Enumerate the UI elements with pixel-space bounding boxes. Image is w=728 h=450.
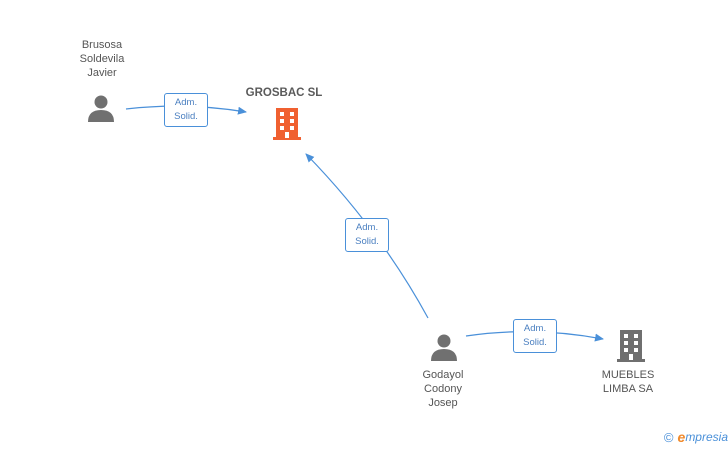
company-name-line: LIMBA SA	[602, 383, 654, 395]
person-name-line: Brusosa	[81, 39, 123, 51]
person-name-line: Josep	[428, 397, 458, 409]
company-name-line: GROSBAC SL	[245, 87, 323, 99]
role-line: Adm.	[355, 222, 379, 233]
company-grosbac-name[interactable]: GROSBAC SL	[236, 86, 332, 100]
role-line: Solid.	[355, 236, 379, 247]
company-muebles-name[interactable]: MUEBLES LIMBA SA	[588, 368, 668, 396]
person-godayol-name[interactable]: Godayol Codony Josep	[403, 368, 483, 410]
empresia-logo[interactable]: © e mpresia	[664, 429, 728, 445]
edge-label-role[interactable]: Adm. Solid.	[164, 93, 208, 127]
company-name-line: MUEBLES	[601, 369, 655, 381]
role-line: Adm.	[174, 97, 198, 108]
person-icon[interactable]	[86, 93, 116, 123]
building-icon[interactable]	[615, 328, 647, 362]
brand-name: mpresia	[685, 430, 728, 444]
role-line: Solid.	[523, 337, 547, 348]
person-icon[interactable]	[429, 332, 459, 362]
role-line: Adm.	[523, 323, 547, 334]
copyright-icon: ©	[663, 429, 674, 445]
brand-mark: e	[677, 429, 686, 445]
edge-label-role[interactable]: Adm. Solid.	[345, 218, 389, 252]
edge-label-role[interactable]: Adm. Solid.	[513, 319, 557, 353]
role-line: Solid.	[174, 111, 198, 122]
person-brusosa-name[interactable]: Brusosa Soldevila Javier	[62, 38, 142, 80]
person-name-line: Soldevila	[79, 53, 125, 65]
person-name-line: Javier	[87, 67, 117, 79]
person-name-line: Codony	[424, 383, 462, 395]
building-icon[interactable]	[271, 106, 303, 140]
person-name-line: Godayol	[422, 369, 464, 381]
